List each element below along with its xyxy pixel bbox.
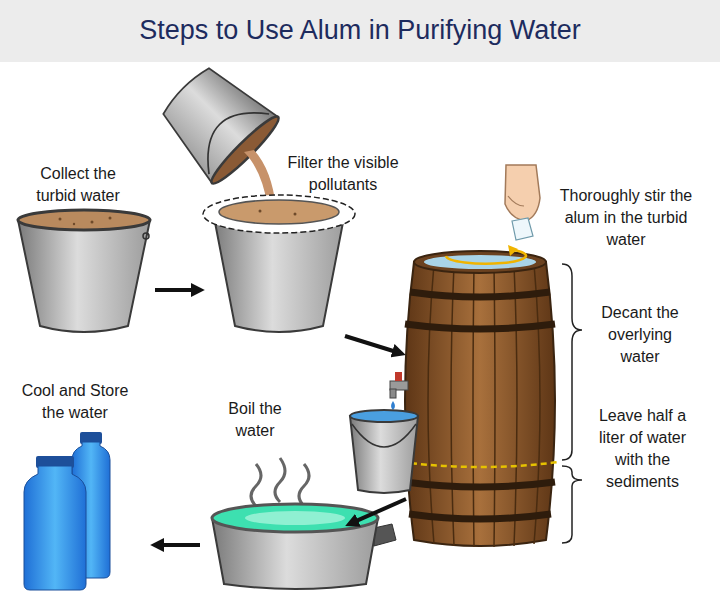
title: Steps to Use Alum in Purifying Water (0, 13, 720, 47)
filter-bucket (294, 213, 297, 216)
barrel (414, 251, 546, 273)
stir-arrow (446, 245, 526, 264)
clear-water-bucket (350, 410, 418, 422)
tap (390, 372, 408, 410)
clear-water-bucket (350, 416, 418, 493)
boiling-pot (275, 458, 285, 502)
step-arrow (160, 543, 200, 547)
filter-bucket (203, 195, 355, 332)
clear-water-bucket (352, 424, 416, 447)
boiling-pot (245, 511, 345, 525)
bottles (24, 432, 110, 590)
title-band (0, 0, 720, 62)
hand-with-alum (512, 218, 533, 240)
brace (562, 264, 582, 543)
barrel (514, 265, 517, 546)
turbid-bucket (18, 210, 150, 230)
step-label: Cool and Store the water (15, 380, 135, 424)
barrel (473, 266, 474, 547)
step-arrow (155, 288, 195, 292)
bottles (24, 466, 86, 590)
barrel (451, 265, 454, 546)
step-label: Collect the turbid water (28, 163, 128, 207)
boiling-pot (212, 504, 378, 532)
step-node: Filter the visible pollutants (205, 140, 404, 336)
barrel (424, 255, 536, 269)
barrel (534, 264, 540, 544)
tap (395, 372, 402, 381)
tap (390, 389, 396, 398)
barrel (405, 324, 555, 329)
turbid-bucket (109, 217, 112, 220)
barrel (401, 462, 559, 467)
turbid-bucket (73, 223, 75, 225)
hand-with-alum (505, 165, 540, 221)
brace (562, 264, 582, 460)
barrel (410, 292, 550, 297)
step-label: Filter the visible pollutants (284, 152, 402, 196)
clear-water-bucket (350, 410, 418, 493)
step-label: Thoroughly stir the alum in the turbid w… (548, 185, 704, 251)
tap (391, 401, 395, 410)
pouring-bucket (207, 112, 284, 189)
boiling-pot (299, 464, 309, 506)
filter-bucket (203, 195, 355, 233)
hand-with-alum (508, 196, 524, 206)
stir-arrow (508, 245, 518, 256)
brace (562, 466, 582, 543)
step-label: Leave half a liter of water with the sed… (590, 405, 695, 493)
step-arrow (354, 499, 406, 522)
boiling-pot (212, 458, 396, 589)
hand-with-alum (505, 165, 540, 240)
turbid-bucket (59, 218, 62, 221)
barrel (494, 266, 495, 547)
barrel (405, 262, 555, 546)
step-node: Boil the water (200, 390, 345, 592)
step-label: Boil the water (215, 398, 295, 442)
filter-bucket (219, 200, 339, 224)
turbid-bucket (143, 233, 149, 239)
boiling-pot (251, 464, 261, 506)
step-node: Cool and Store the water (8, 375, 150, 594)
turbid-bucket (91, 221, 94, 224)
step-label: Decant the overlying water (590, 302, 690, 368)
filter-bucket (259, 210, 262, 213)
step-node: Collect the turbid water (8, 160, 155, 336)
step-node: Thoroughly stir the alum in the turbid w… (406, 165, 712, 548)
barrel (428, 264, 434, 544)
turbid-bucket (18, 220, 150, 332)
barrel (401, 251, 559, 547)
step-arrow (345, 336, 396, 352)
barrel (409, 514, 551, 519)
barrel (405, 482, 555, 487)
turbid-bucket (18, 210, 150, 332)
